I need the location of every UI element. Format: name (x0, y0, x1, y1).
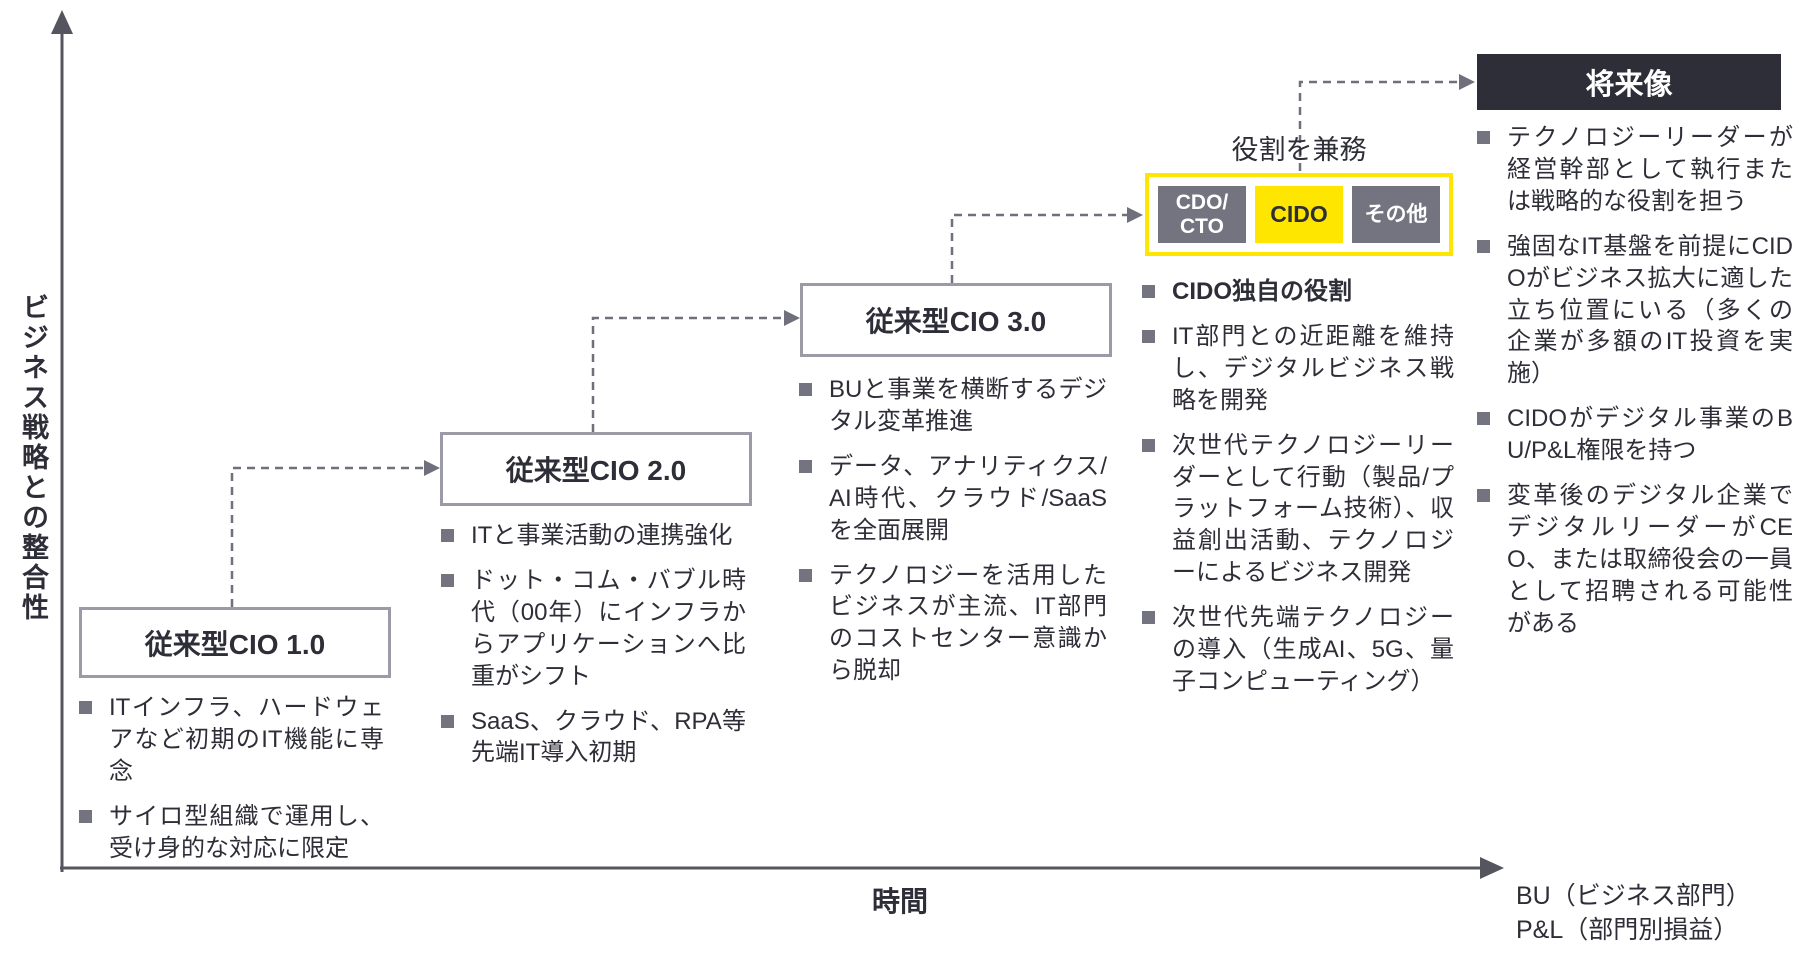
bullet-square-icon (1477, 489, 1490, 503)
bullet-square-icon (1477, 412, 1490, 426)
footnote-bu: BU（ビジネス部門） (1516, 882, 1751, 910)
bullet-square-icon (799, 568, 812, 582)
connector-arrow-icon (784, 310, 800, 326)
connector-arrow-icon (424, 460, 440, 476)
list-item: CIDOがデジタル事業のBU/P&L権限を持つ (1477, 403, 1793, 467)
bullet-square-icon (1142, 438, 1155, 452)
bullet-square-icon (1142, 329, 1155, 343)
footnote-pl: P&L（部門別損益） (1516, 915, 1739, 944)
bullet-square-icon (1142, 611, 1155, 625)
list-item: IT部門との近距離を維持し、デジタルビジネス戦略を開発 (1142, 321, 1454, 417)
connector-cio2-to-cio3 (591, 316, 784, 432)
list-item: SaaS、クラウド、RPA等先端IT導入初期 (441, 706, 746, 770)
list-item: 変革後のデジタル企業でデジタルリーダーがCEO、または取締役会の一員として招聘さ… (1477, 480, 1793, 640)
list-item: ITインフラ、ハードウェアなど初期のIT機能に専念 (79, 692, 384, 788)
bullet-square-icon (441, 714, 454, 728)
cio2-bullet-list: ITと事業活動の連携強化 ドット・コム・バブル時代（00年）にインフラからアプリ… (441, 520, 746, 769)
list-item: ITと事業活動の連携強化 (441, 520, 746, 552)
cio1-bullet-list: ITインフラ、ハードウェアなど初期のIT機能に専念 サイロ型組織で運用し、受け身… (79, 692, 384, 865)
list-item: データ、アナリティクス/AI時代、クラウド/SaaSを全面展開 (799, 451, 1107, 547)
stage-box-future: 将来像 (1477, 54, 1781, 110)
connector-arrow-icon (1127, 207, 1143, 223)
bullet-square-icon (799, 383, 812, 396)
y-axis-arrow-icon (51, 10, 73, 34)
bullet-square-icon (441, 573, 454, 587)
bullet-square-icon (441, 529, 454, 542)
connector-cio3-to-roles (950, 213, 1127, 283)
list-item: ドット・コム・バブル時代（00年）にインフラからアプリケーションへ比重がシフト (441, 565, 746, 693)
list-item: サイロ型組織で運用し、受け身的な対応に限定 (79, 801, 384, 865)
bullet-square-icon (1477, 131, 1490, 144)
x-axis-label: 時間 (871, 886, 928, 917)
bullet-square-icon (79, 809, 92, 823)
bullet-square-icon (79, 701, 92, 714)
role-other: その他 (1352, 186, 1440, 243)
bullet-square-icon (1477, 239, 1490, 253)
bullet-square-icon (799, 459, 812, 473)
y-axis-label: ビジネス戦略との整合性 (18, 293, 48, 623)
combined-roles-box: CDO/ CTO CIDO その他 (1145, 173, 1453, 256)
list-item: BUと事業を横断するデジタル変革推進 (799, 374, 1107, 438)
cido-bullet-list: CIDO独自の役割 IT部門との近距離を維持し、デジタルビジネス戦略を開発 次世… (1142, 276, 1454, 698)
roles-label: 役割を兼務 (1231, 135, 1367, 165)
role-cdo-cto: CDO/ CTO (1158, 186, 1246, 243)
list-item: 次世代先端テクノロジーの導入（生成AI、5G、量子コンピューティング） (1142, 602, 1454, 698)
x-axis-arrow-icon (1480, 857, 1504, 879)
list-item: CIDO独自の役割 (1142, 276, 1454, 308)
role-cido: CIDO (1255, 186, 1343, 243)
future-bullet-list: テクノロジーリーダーが経営幹部として執行または戦略的な役割を担う 強固なIT基盤… (1477, 122, 1793, 640)
connector-cio1-to-cio2 (230, 466, 424, 607)
list-item: 強固なIT基盤を前提にCIDOがビジネス拡大に適した立ち位置にいる（多くの企業が… (1477, 231, 1793, 391)
legend-footnote: BU（ビジネス部門） P&L（部門別損益） (1516, 880, 1751, 947)
bullet-square-icon (1142, 285, 1155, 298)
stage-box-cio-3: 従来型CIO 3.0 (800, 283, 1112, 357)
connector-arrow-icon (1459, 74, 1475, 90)
list-item: テクノロジーリーダーが経営幹部として執行または戦略的な役割を担う (1477, 122, 1793, 218)
list-item: 次世代テクノロジーリーダーとして行動（製品/プラットフォーム技術）、収益創出活動… (1142, 430, 1454, 590)
stage-box-cio-1: 従来型CIO 1.0 (79, 607, 391, 678)
cio3-bullet-list: BUと事業を横断するデジタル変革推進 データ、アナリティクス/AI時代、クラウド… (799, 374, 1107, 687)
stage-box-cio-2: 従来型CIO 2.0 (440, 432, 752, 506)
list-item: テクノロジーを活用したビジネスが主流、IT部門のコストセンター意識から脱却 (799, 560, 1107, 688)
